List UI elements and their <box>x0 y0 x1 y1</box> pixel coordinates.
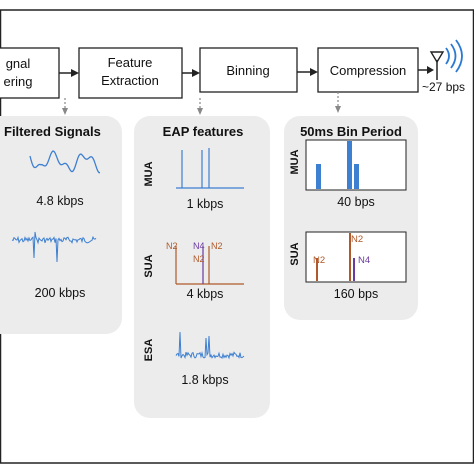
bin-sua-tag-n2-a: N2 <box>313 255 325 266</box>
connector-bin <box>335 92 341 113</box>
filtered-rate-lfp: 4.8 kbps <box>36 194 83 208</box>
eap-sua-tag-n2-b: N2 <box>193 254 205 264</box>
filtered-title: Filtered Signals <box>4 124 101 139</box>
eap-sua-plot <box>175 246 244 285</box>
bin-sua-rate: 160 bps <box>334 287 378 301</box>
raw-trace <box>11 231 97 263</box>
panel-filtered <box>0 116 122 334</box>
bin-sua-tag-n2-b: N2 <box>351 234 363 245</box>
eap-mua-plot <box>176 148 244 189</box>
bin-sua-tag-n4: N4 <box>358 255 370 266</box>
bin-title: 50ms Bin Period <box>300 124 402 139</box>
bin-sua-plot-frame <box>305 231 407 283</box>
lfp-trace <box>29 150 101 174</box>
filtered-rate-raw: 200 kbps <box>35 286 86 300</box>
eap-sua-label: SUA <box>143 254 155 277</box>
block-binning-label: Binning <box>226 63 269 78</box>
output-rate: ~27 bps <box>422 80 465 94</box>
eap-sua-tag-n2-a: N2 <box>166 241 178 251</box>
eap-esa-label: ESA <box>143 339 155 362</box>
eap-esa-rate: 1.8 kbps <box>181 373 228 387</box>
connector-filtered <box>62 98 68 115</box>
block-compression-label: Compression <box>330 63 407 78</box>
antenna-icon <box>429 39 463 80</box>
bin-mua-rate: 40 bps <box>337 195 375 209</box>
pipeline-block-compression: Compression <box>317 47 419 93</box>
bin-mua-label: MUA <box>289 149 301 174</box>
bin-sua-label: SUA <box>289 242 301 265</box>
bin-mua-bar-3 <box>354 164 359 189</box>
block-feature-line2: Extraction <box>101 73 159 88</box>
pipeline-arrow-3 <box>297 68 318 76</box>
block-feature-line1: Feature <box>108 55 153 70</box>
pipeline-block-feature-extraction: Feature Extraction <box>78 47 183 99</box>
eap-sua-rate: 4 kbps <box>187 287 224 301</box>
eap-mua-rate: 1 kbps <box>187 197 224 211</box>
block-filtering-line1: gnal <box>6 56 31 71</box>
connector-eap <box>197 98 203 115</box>
eap-sua-tag-n4: N4 <box>193 241 205 251</box>
bin-mua-bar-1 <box>316 164 321 189</box>
pipeline-arrow-4 <box>418 66 434 74</box>
pipeline-block-binning: Binning <box>199 47 298 93</box>
esa-trace <box>175 331 245 360</box>
pipeline-arrow-1 <box>59 69 79 77</box>
pipeline-block-filtering: gnal ering <box>0 47 60 99</box>
eap-mua-label: MUA <box>143 161 155 186</box>
panel-eap <box>134 116 270 418</box>
eap-sua-tag-n2-c: N2 <box>211 241 223 251</box>
bin-mua-bar-2 <box>347 141 352 189</box>
eap-title: EAP features <box>163 124 244 139</box>
pipeline-arrow-2 <box>182 69 200 77</box>
block-filtering-line2: ering <box>4 74 33 89</box>
